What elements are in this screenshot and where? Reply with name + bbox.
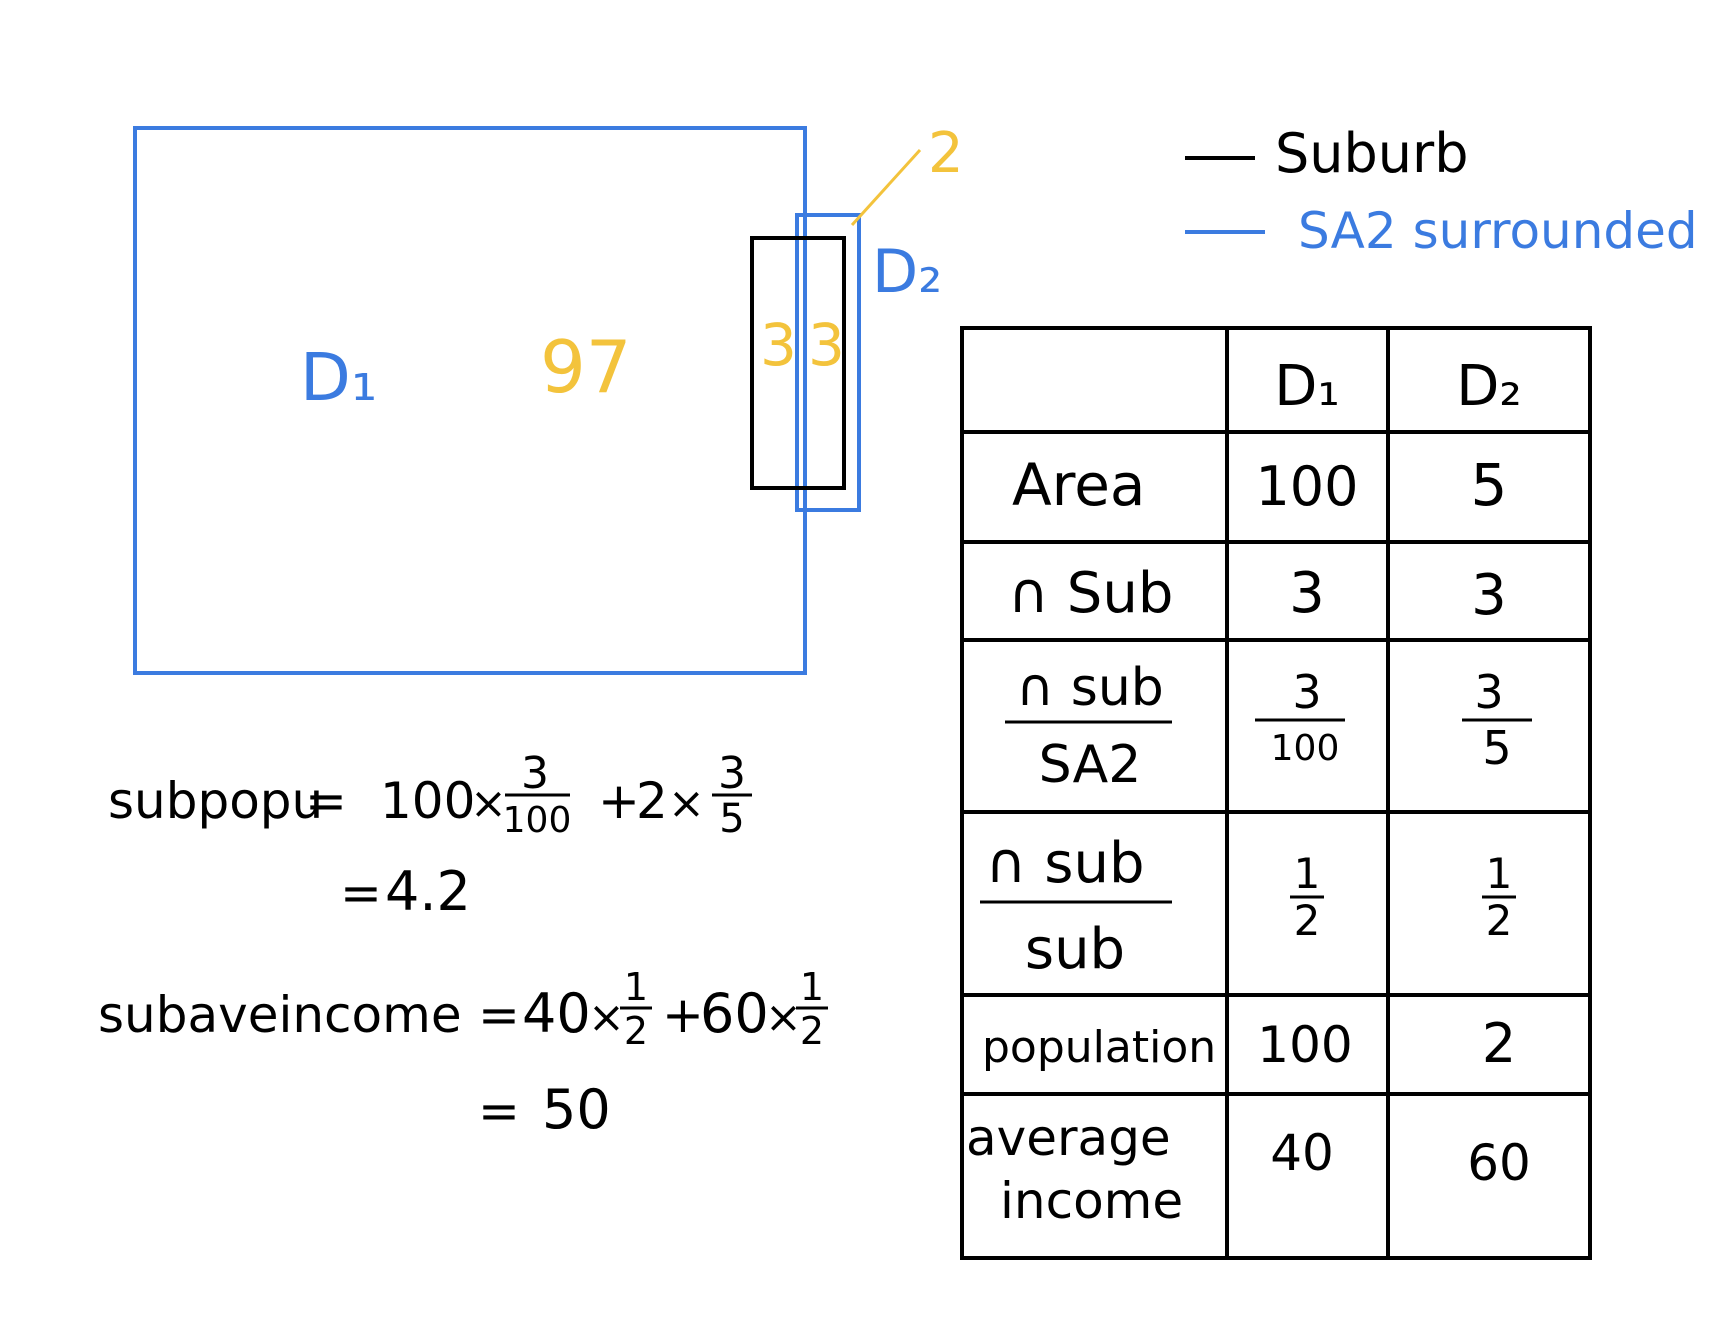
- subpopu-term1-coef: 100: [380, 772, 475, 830]
- ratio-sa2-d2-den: 5: [1482, 721, 1511, 775]
- subaveincome-term2-den: 2: [800, 1009, 824, 1053]
- ratio-sub-d1-den: 2: [1294, 896, 1321, 945]
- subaveincome-result-equals: =: [478, 1082, 520, 1140]
- subaveincome-term1-den: 2: [624, 1009, 648, 1053]
- row-label-intersect-sub: ∩ Sub: [1008, 561, 1173, 626]
- table-header-d1: D₁: [1274, 354, 1340, 419]
- row-label-average: average: [966, 1109, 1171, 1167]
- subpopu-term1-den: 100: [503, 800, 572, 841]
- row-label-area: Area: [1012, 451, 1145, 519]
- subpopu-term2-coef: 2: [636, 772, 668, 830]
- ratio-sa2-d1-num: 3: [1292, 665, 1321, 719]
- intersect-sub-d1: 3: [1289, 561, 1325, 626]
- row-label-ratio-sub-den: sub: [1025, 917, 1125, 982]
- sa2-d2-boundary: [795, 213, 861, 512]
- row-label-ratio-sa2-den: SA2: [1039, 735, 1142, 795]
- table-header-d2: D₂: [1456, 354, 1522, 419]
- subpopu-result: 4.2: [385, 860, 471, 923]
- average-income-d1: 40: [1270, 1124, 1334, 1182]
- sa2-d1-boundary: [133, 126, 807, 675]
- table-grid: [960, 326, 1592, 1260]
- ratio-sa2-d1-den: 100: [1271, 728, 1340, 769]
- subaveincome-times-2: ×: [765, 992, 802, 1043]
- subpopu-lhs: subpopu: [108, 772, 323, 830]
- suburb-left-value: 3: [760, 311, 797, 379]
- legend-suburb-label: Suburb: [1275, 122, 1468, 185]
- subaveincome-term2-coef: 60: [700, 982, 769, 1045]
- intersect-sub-d2: 3: [1471, 563, 1507, 628]
- subpopu-term2-den: 5: [719, 796, 744, 842]
- subaveincome-calculation: subaveincome = 40 × 1 2 + 60 × 1 2 = 50: [98, 965, 828, 1141]
- overlap-d2-value: 2: [928, 121, 964, 186]
- region-diagram: D₁ 97 3 3 2 D₂: [133, 121, 964, 675]
- ratio-sub-d1-num: 1: [1294, 849, 1321, 898]
- subpopu-term2-num: 3: [718, 748, 746, 799]
- legend-sa2-label: SA2 surrounded: [1298, 202, 1698, 260]
- subpopu-times-1: ×: [470, 778, 507, 829]
- overlap-d1-value: 97: [540, 325, 632, 409]
- row-label-income: income: [1000, 1172, 1183, 1230]
- summary-table: D₁ D₂ Area 100 5 ∩ Sub 3 3 ∩ sub SA2 3 1…: [960, 326, 1592, 1260]
- ratio-sub-d2-den: 2: [1486, 896, 1513, 945]
- overlap-d2-pointer: [850, 148, 922, 227]
- subaveincome-lhs: subaveincome: [98, 986, 462, 1044]
- subaveincome-plus: +: [662, 986, 704, 1044]
- row-label-ratio-sub-num: ∩ sub: [985, 831, 1144, 896]
- subpopu-term1-num: 3: [521, 748, 549, 799]
- region-d1-label: D₁: [300, 339, 377, 416]
- row-label-population: population: [982, 1022, 1216, 1073]
- population-d2: 2: [1482, 1012, 1516, 1075]
- subpopu-result-equals: =: [340, 864, 382, 922]
- subaveincome-term2-num: 1: [800, 965, 824, 1009]
- average-income-d2: 60: [1467, 1134, 1531, 1192]
- subaveincome-term1-coef: 40: [522, 982, 591, 1045]
- subaveincome-equals: =: [478, 986, 520, 1044]
- legend: Suburb SA2 surrounded: [1185, 122, 1698, 260]
- subpopu-times-2: ×: [668, 778, 705, 829]
- region-d2-label: D₂: [872, 237, 942, 307]
- subaveincome-result: 50: [542, 1078, 611, 1141]
- area-d2: 5: [1471, 451, 1508, 519]
- population-d1: 100: [1257, 1016, 1352, 1074]
- subpopu-calculation: subpopu = 100 × 3 100 + 2 × 3 5 = 4.2: [108, 748, 752, 923]
- subaveincome-times-1: ×: [588, 992, 625, 1043]
- suburb-right-value: 3: [808, 311, 845, 379]
- ratio-sub-d2-num: 1: [1486, 849, 1513, 898]
- subpopu-plus: +: [598, 772, 640, 830]
- subaveincome-term1-num: 1: [624, 965, 648, 1009]
- row-label-ratio-sa2-num: ∩ sub: [1016, 658, 1164, 718]
- ratio-sa2-d2-num: 3: [1474, 665, 1503, 719]
- subpopu-equals: =: [305, 772, 347, 830]
- suburb-boundary: [750, 236, 846, 490]
- area-d1: 100: [1255, 455, 1358, 518]
